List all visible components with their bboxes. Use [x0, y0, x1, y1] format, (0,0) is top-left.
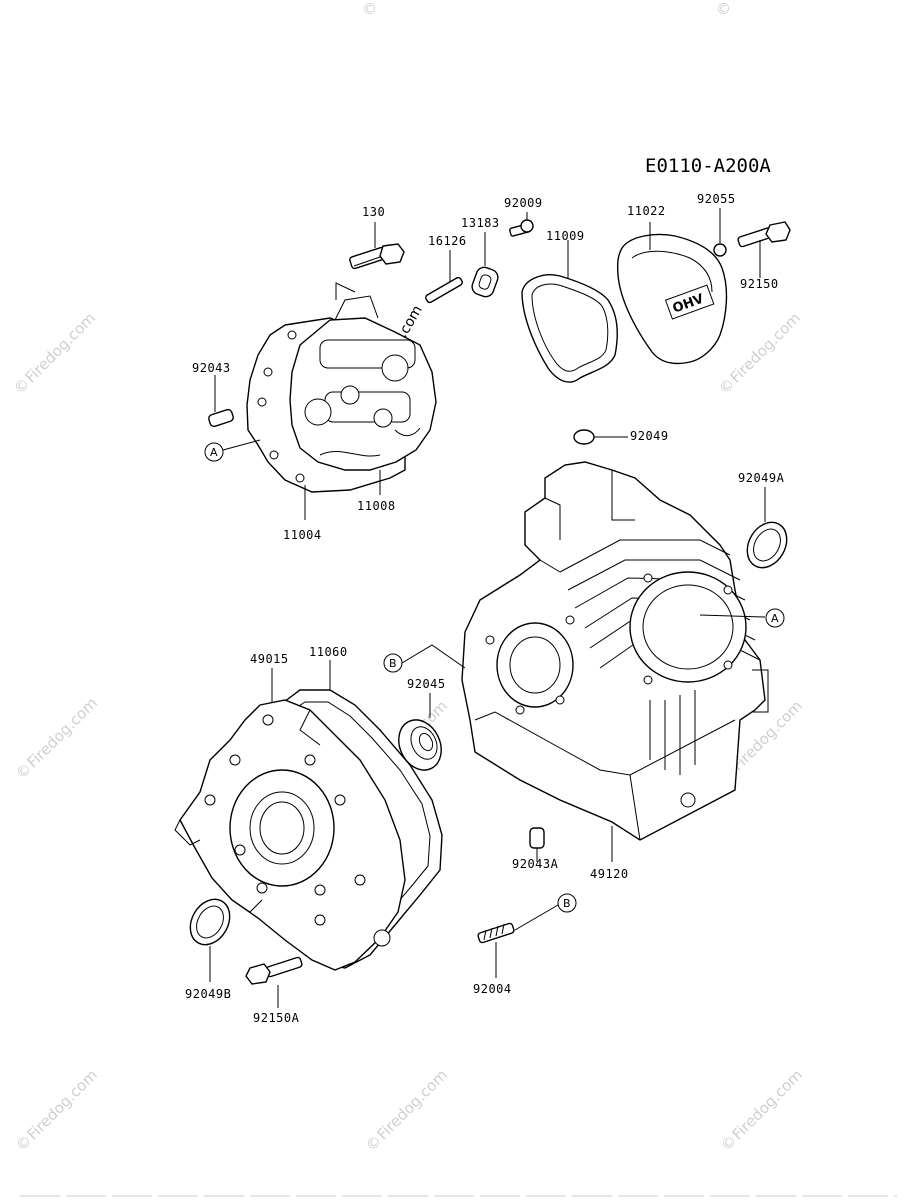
- watermark: © Firedog.com: [717, 1066, 806, 1155]
- ref-marker-a: A: [204, 439, 261, 462]
- watermark: © Firedog.com: [12, 1066, 101, 1155]
- ref-letter-a: A: [771, 612, 779, 625]
- screw-92009: [509, 219, 534, 237]
- label-92004: 92004: [473, 982, 512, 996]
- label-49120: 49120: [590, 867, 629, 881]
- label-49015: 49015: [250, 652, 289, 666]
- label-92049A: 92049A: [738, 471, 785, 485]
- ref-marker-b: B: [514, 893, 577, 931]
- watermark-text: Firedog.com: [23, 694, 101, 772]
- label-92049B: 92049B: [185, 987, 231, 1001]
- watermark-text: Firedog.com: [726, 309, 804, 387]
- watermark-text: Firedog.com: [373, 1066, 451, 1144]
- ref-letter-b: B: [389, 657, 397, 670]
- bearing-92045: [398, 719, 442, 771]
- label-11060: 11060: [309, 645, 348, 659]
- dowel-92043A: [529, 827, 545, 849]
- ref-letter-a: A: [210, 446, 218, 459]
- watermark: © Firedog.com: [715, 309, 804, 398]
- label-92049: 92049: [630, 429, 669, 443]
- diagram-code: E0110-A200A: [645, 155, 771, 177]
- label-11009: 11009: [546, 229, 585, 243]
- stud-92004: [477, 922, 515, 944]
- crankcase-cover-49015: [174, 699, 406, 971]
- ref-letter-b: B: [563, 897, 571, 910]
- crankcase-49120: [461, 461, 769, 841]
- bolt-130: [349, 243, 405, 270]
- oil-seal-cap-92049: [573, 429, 595, 445]
- bolt-92150: [737, 221, 791, 248]
- watermark-mark: ©: [716, 0, 731, 18]
- label-11022: 11022: [627, 204, 666, 218]
- head-cover-11022: OHV: [616, 233, 728, 365]
- cylinder-head-11008: [289, 282, 437, 471]
- oil-seal-92049B: [189, 898, 231, 946]
- label-16126: 16126: [428, 234, 467, 248]
- watermark-text: Firedog.com: [23, 1066, 101, 1144]
- label-11008: 11008: [357, 499, 396, 513]
- label-130: 130: [362, 205, 385, 219]
- label-92055: 92055: [697, 192, 736, 206]
- label-92150A: 92150A: [253, 1011, 300, 1025]
- label-92043: 92043: [192, 361, 231, 375]
- pin-16126: [425, 276, 463, 304]
- ref-marker-a: A: [699, 608, 785, 628]
- ref-marker-b: B: [383, 644, 466, 673]
- o-ring-92055: [713, 243, 727, 257]
- watermark: © Firedog.com: [12, 694, 101, 783]
- gasket-11009: [521, 274, 618, 383]
- label-92043A: 92043A: [512, 857, 559, 871]
- bolt-92150A: [245, 956, 303, 985]
- watermark: © Firedog.com: [362, 1066, 451, 1155]
- watermark-text: Firedog.com: [728, 1066, 806, 1144]
- watermark-text: Firedog.com: [21, 309, 99, 387]
- oil-seal-92049A: [746, 521, 788, 569]
- watermark: © Firedog.com: [10, 309, 99, 398]
- label-13183: 13183: [461, 216, 500, 230]
- label-92009: 92009: [504, 196, 543, 210]
- label-92150: 92150: [740, 277, 779, 291]
- watermark-mark: ©: [362, 0, 377, 18]
- label-92045: 92045: [407, 677, 446, 691]
- label-11004: 11004: [283, 528, 322, 542]
- dowel-92043: [208, 408, 234, 428]
- clip-13183: [471, 266, 499, 298]
